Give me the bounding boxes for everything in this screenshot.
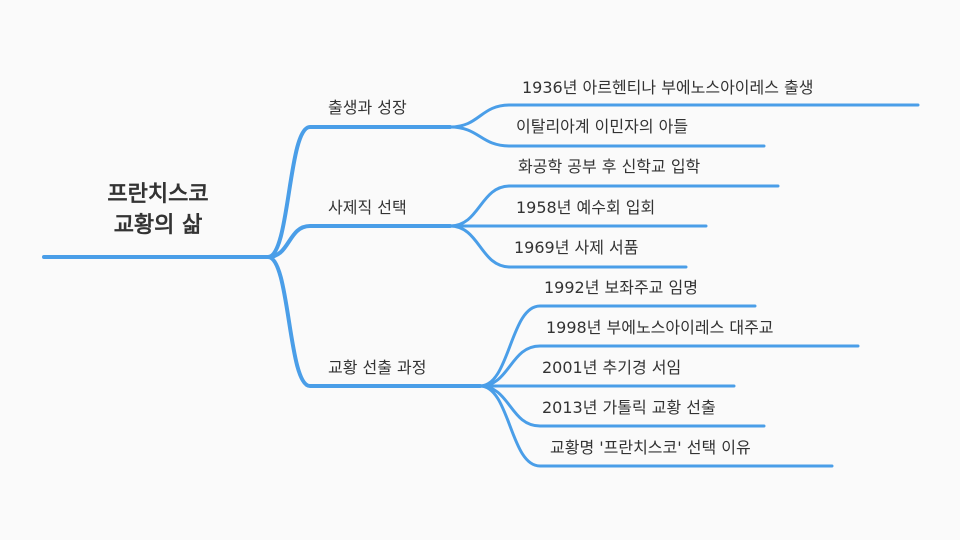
edge-leaf-4 <box>448 224 688 269</box>
leaf-jesuit-1958[interactable]: 1958년 예수회 입회 <box>516 198 656 217</box>
leaf-papal-name-reason[interactable]: 교황명 '프란치스코' 선택 이유 <box>550 438 751 457</box>
edge-leaf-6 <box>478 344 860 388</box>
edge-leaf-1 <box>448 125 766 148</box>
branch-birth-growth[interactable]: 출생과 성장 <box>328 98 407 117</box>
leaf-auxiliary-bishop-1992[interactable]: 1992년 보좌주교 임명 <box>544 278 698 297</box>
edge-branch-1 <box>266 224 452 259</box>
root-title-line1: 프란치스코 <box>107 182 209 207</box>
edge-leaf-2 <box>448 184 780 228</box>
leaf-archbishop-1998[interactable]: 1998년 부에노스아이레스 대주교 <box>546 318 774 337</box>
root-node[interactable]: 프란치스코 교황의 삶 <box>88 180 228 242</box>
edge-leaf-0 <box>448 103 920 129</box>
edge-leaf-9 <box>478 384 834 468</box>
leaf-seminary-entry[interactable]: 화공학 공부 후 신학교 입학 <box>518 157 701 176</box>
edge-branch-0 <box>266 125 452 259</box>
leaf-birth-1936[interactable]: 1936년 아르헨티나 부에노스아이레스 출생 <box>522 78 814 97</box>
leaf-italian-immigrant-son[interactable]: 이탈리아계 이민자의 아들 <box>516 117 689 136</box>
leaf-cardinal-2001[interactable]: 2001년 추기경 서임 <box>542 358 682 377</box>
leaf-ordination-1969[interactable]: 1969년 사제 서품 <box>514 238 639 257</box>
edge-leaf-5 <box>478 304 757 388</box>
edge-branch-2 <box>266 255 482 388</box>
branch-priesthood[interactable]: 사제직 선택 <box>328 198 407 217</box>
branch-papal-election[interactable]: 교황 선출 과정 <box>328 358 427 377</box>
root-title-line2: 교황의 삶 <box>113 212 203 238</box>
leaf-pope-elected-2013[interactable]: 2013년 가톨릭 교황 선출 <box>542 398 716 417</box>
